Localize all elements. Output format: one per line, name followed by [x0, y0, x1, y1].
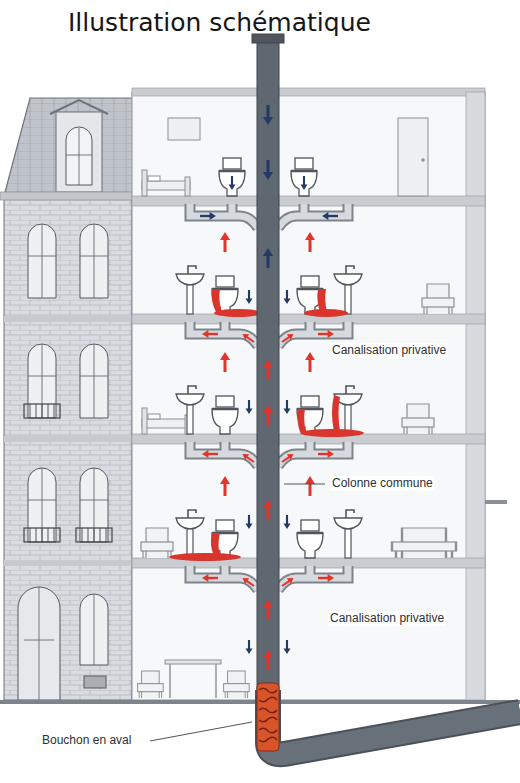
flow-arrows — [200, 105, 338, 670]
facade — [0, 98, 150, 700]
part-label: Canalisation privative — [328, 611, 446, 626]
part-label: Bouchon en aval — [40, 733, 133, 748]
diagram-title: Illustration schématique — [68, 8, 371, 37]
part-label: Colonne commune — [330, 476, 435, 491]
part-label: Canalisation privative — [330, 343, 448, 358]
leader-lines — [150, 484, 325, 741]
common-column — [252, 34, 520, 754]
clog — [257, 683, 279, 751]
